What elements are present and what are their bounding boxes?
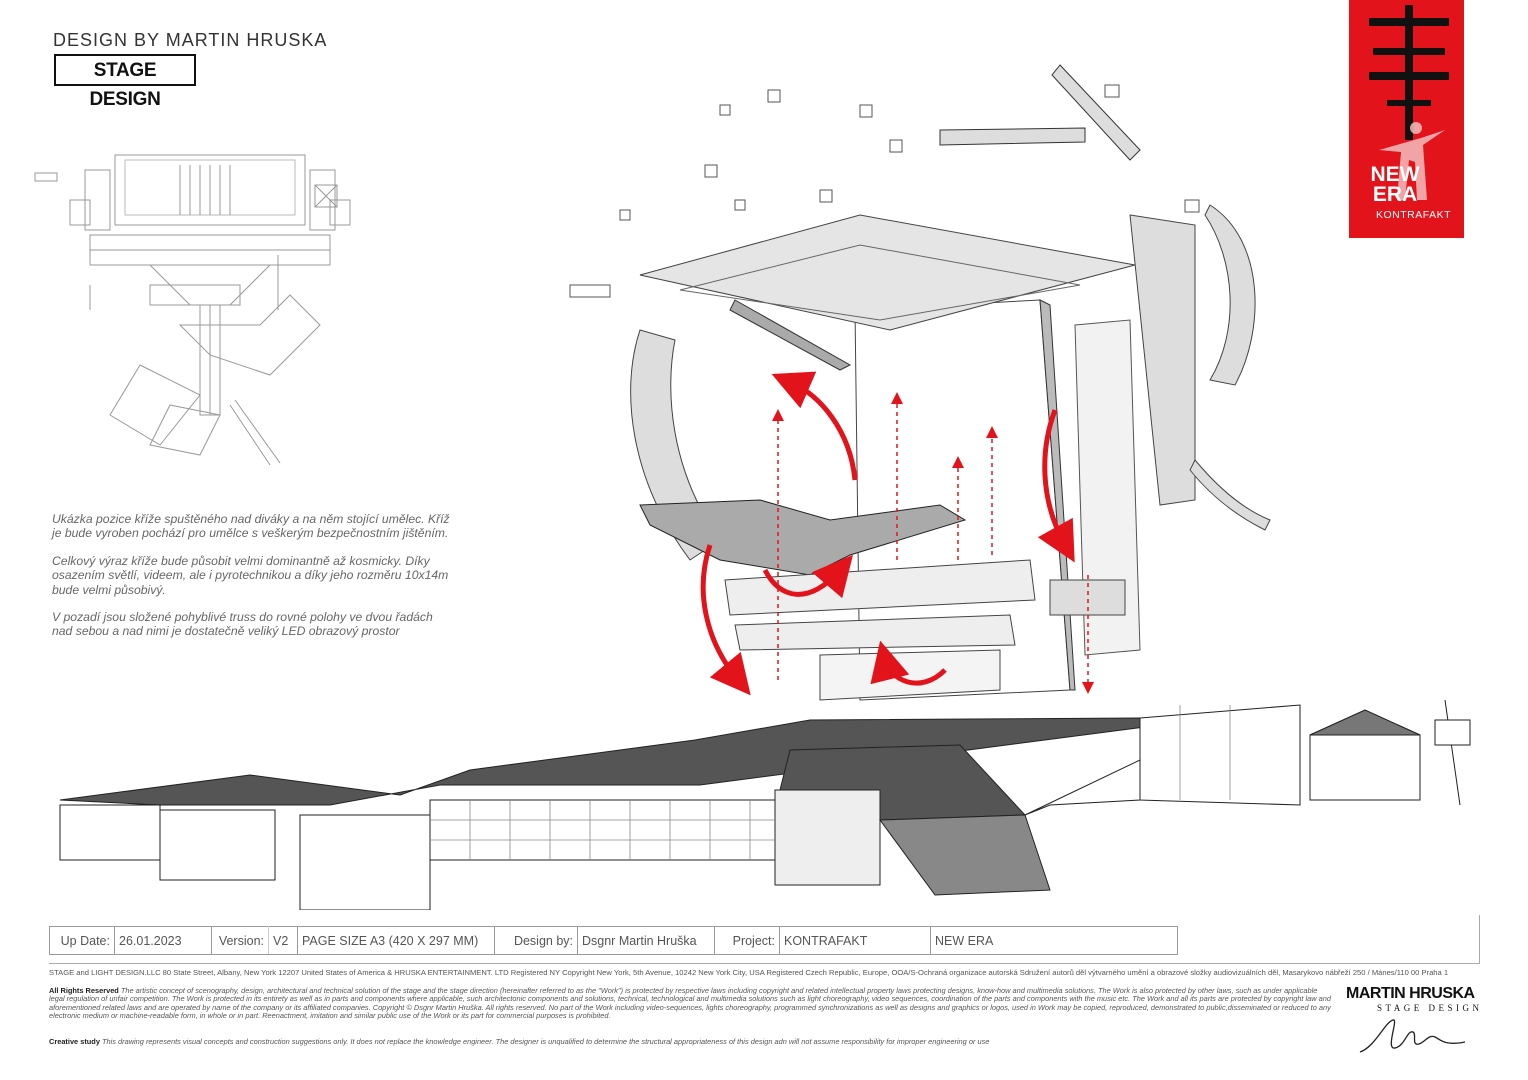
rights-notice: All Rights Reserved The artistic concept… (49, 986, 1333, 1020)
rights-label: All Rights Reserved (49, 986, 119, 995)
registered-address: STAGE and LIGHT DESIGN.LLC 80 State Stre… (49, 968, 1449, 977)
stage-illustration (59, 64, 1471, 910)
description-paragraph-3: V pozadí jsou složené pohyblivé truss do… (52, 610, 433, 639)
cross-logo-icon (1369, 5, 1449, 200)
description-text: Ukázka pozice kříže spuštěného nad divák… (52, 512, 452, 652)
description-paragraph-1: Ukázka pozice kříže spuštěného nad divák… (52, 512, 450, 541)
version-value: V2 (268, 926, 298, 955)
project-value: KONTRAFAKT (779, 926, 931, 955)
version-label: Version: (211, 926, 269, 955)
design-by-label: Design by: (494, 926, 578, 955)
info-table: Up Date: 26.01.2023 Version: V2 PAGE SIZ… (49, 926, 1178, 955)
info-table-row: Up Date: 26.01.2023 Version: V2 PAGE SIZ… (49, 926, 1178, 955)
page-size: PAGE SIZE A3 (420 X 297 MM) (297, 926, 495, 955)
new-era-poster: NEW ERA KONTRAFAKT (1349, 0, 1464, 238)
creative-label: Creative study (49, 1037, 100, 1046)
footer-divider (49, 963, 1480, 964)
creative-study-notice: Creative study This drawing represents v… (49, 1037, 989, 1046)
designer-heading: DESIGN BY MARTIN HRUSKA (53, 30, 328, 50)
description-paragraph-2: Celkový výraz kříže bude působit velmi d… (52, 553, 449, 597)
signature-icon (1359, 1019, 1466, 1053)
footer-vertical-divider (1479, 915, 1480, 964)
show-name: NEW ERA (930, 926, 1178, 955)
up-date-value: 26.01.2023 (114, 926, 212, 955)
project-label: Project: (714, 926, 780, 955)
rights-body: The artistic concept of scenography, des… (49, 986, 1332, 1020)
poster-band-name: KONTRAFAKT (1376, 209, 1452, 221)
brand-name: MARTIN HRUSKA (1346, 985, 1475, 1002)
floor-plan-drawing (34, 154, 351, 466)
creative-body: This drawing represents visual concepts … (102, 1037, 990, 1046)
poster-title: NEW ERA (1370, 163, 1420, 206)
design-by-value: Dsgnr Martin Hruška (577, 926, 715, 955)
stage-design-badge: STAGE DESIGN (54, 54, 196, 110)
up-date-label: Up Date: (49, 926, 115, 955)
brand-subtitle: STAGE DESIGN (1377, 1003, 1483, 1013)
